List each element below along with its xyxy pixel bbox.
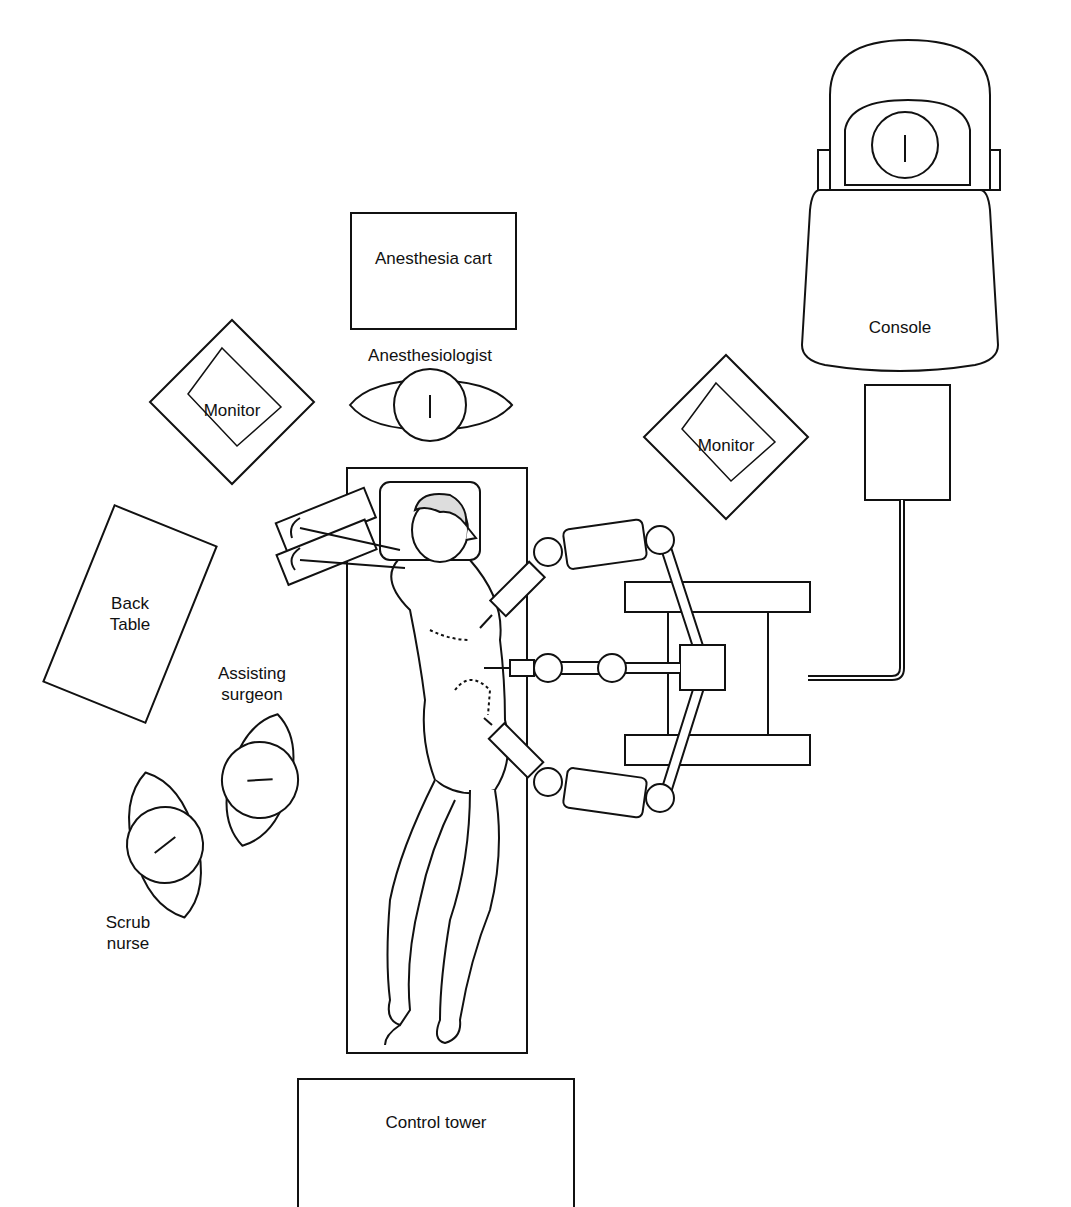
control-tower: Control tower [297, 1078, 575, 1207]
console-cable [808, 500, 902, 678]
monitor-screen [188, 348, 281, 446]
outline-path [802, 190, 998, 371]
outline-path [351, 213, 516, 329]
node-label: Back Table [95, 593, 165, 636]
video-monitor: Monitor [148, 318, 316, 486]
node-label: Monitor [698, 435, 755, 456]
patient-figure [276, 482, 509, 1045]
console-surgeon [818, 40, 1000, 210]
outline-path [43, 505, 216, 722]
back-table: Back Table [42, 508, 218, 720]
node-label: Monitor [204, 400, 261, 421]
console-cable-core [808, 500, 902, 678]
outline-path [298, 1079, 574, 1207]
staff-label: Assisting surgeon [197, 663, 307, 706]
anesthesiologist-figure [350, 369, 512, 441]
outline-path [644, 355, 808, 519]
staff-label: Scrub nurse [88, 912, 168, 955]
assisting-surgeon-figure [206, 704, 315, 855]
node-label: Control tower [385, 1112, 486, 1133]
node-outline [350, 212, 517, 330]
node-outline [42, 508, 218, 720]
node-outline [297, 1078, 575, 1207]
outline-path [150, 320, 314, 484]
node-outline [800, 190, 1000, 385]
staff-label: Anesthesiologist [330, 345, 530, 366]
video-monitor: Monitor [642, 353, 810, 521]
console-column [865, 385, 950, 500]
robot-cart [480, 519, 810, 818]
outline-group [43, 505, 216, 722]
scrub-nurse-figure [109, 763, 221, 928]
monitor-screen [682, 383, 775, 481]
operating-table [347, 468, 527, 1053]
surgeon-console: Console [800, 190, 1000, 385]
anesthesia-cart: Anesthesia cart [350, 212, 517, 330]
node-label: Console [869, 317, 931, 338]
node-label: Anesthesia cart [375, 248, 492, 269]
